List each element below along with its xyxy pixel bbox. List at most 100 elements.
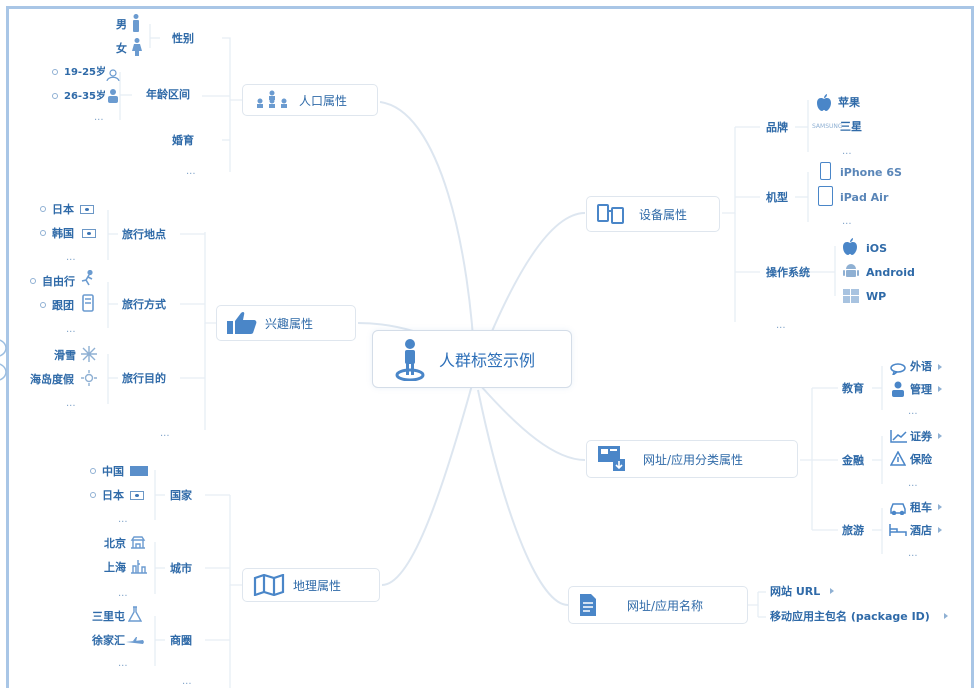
geo-more: ...	[182, 676, 192, 687]
japan-label[interactable]: 日本	[52, 203, 74, 216]
interest-node[interactable]: 兴趣属性	[216, 305, 356, 341]
site-app-name-node[interactable]: 网址/应用名称	[568, 586, 748, 624]
management-label[interactable]: 管理	[910, 383, 932, 396]
country-label[interactable]: 国家	[170, 489, 192, 502]
wp-label[interactable]: WP	[866, 290, 887, 303]
collapse-dot[interactable]	[40, 206, 46, 212]
japan-flag-icon	[130, 491, 144, 500]
phone-outline-icon	[820, 162, 831, 180]
hotel-label[interactable]: 酒店	[910, 524, 932, 537]
iphone-label[interactable]: iPhone 6S	[840, 166, 902, 179]
travel-purpose-label[interactable]: 旅行目的	[122, 372, 166, 385]
city-label[interactable]: 城市	[170, 562, 192, 575]
people-group-icon	[253, 90, 291, 110]
female-label[interactable]: 女	[116, 42, 127, 55]
ipad-label[interactable]: iPad Air	[840, 191, 889, 204]
foreign-language-label[interactable]: 外语	[910, 360, 932, 373]
website-url-label[interactable]: 网站 URL	[770, 585, 821, 598]
expand-arrow[interactable]	[830, 588, 834, 594]
island-vacation-label[interactable]: 海岛度假	[30, 373, 74, 386]
education-label[interactable]: 教育	[842, 382, 864, 395]
person-target-icon	[395, 337, 425, 381]
samsung-label[interactable]: 三星	[840, 120, 862, 133]
samsung-logo: SAMSUNG	[812, 123, 843, 130]
male-label[interactable]: 男	[116, 18, 127, 31]
gender-label[interactable]: 性别	[172, 32, 194, 45]
geo-node[interactable]: 地理属性	[242, 568, 380, 602]
bed-icon	[889, 522, 907, 541]
collapse-dot[interactable]	[52, 93, 58, 99]
car-rental-label[interactable]: 租车	[910, 501, 932, 514]
os-label[interactable]: 操作系统	[766, 266, 810, 279]
site-app-category-label: 网址/应用分类属性	[643, 452, 744, 467]
brand-more: ...	[842, 146, 852, 157]
mall-label[interactable]: 商圈	[170, 634, 192, 647]
site-app-name-label: 网址/应用名称	[627, 598, 704, 613]
expand-arrow[interactable]	[938, 433, 942, 439]
sanlitun-label[interactable]: 三里屯	[92, 610, 125, 623]
collapse-dot[interactable]	[90, 468, 96, 474]
travel-mode-label[interactable]: 旅行方式	[122, 298, 166, 311]
geo-label: 地理属性	[293, 578, 342, 593]
speech-bubble-icon	[890, 360, 906, 379]
plane-icon	[126, 632, 144, 651]
geo-japan-label[interactable]: 日本	[102, 489, 124, 502]
device-node[interactable]: 设备属性	[586, 196, 720, 232]
model-label[interactable]: 机型	[766, 191, 788, 204]
education-more: ...	[908, 406, 918, 417]
collapse-dot[interactable]	[40, 302, 46, 308]
travel-place-label[interactable]: 旅行地点	[122, 228, 166, 241]
apple-label[interactable]: 苹果	[838, 96, 860, 109]
center-node[interactable]: 人群标签示例	[372, 330, 572, 388]
document-icon	[579, 593, 597, 617]
phone-icon	[82, 294, 94, 316]
travel-label[interactable]: 旅游	[842, 524, 864, 537]
collapse-dot[interactable]	[40, 230, 46, 236]
travel-place-more: ...	[66, 252, 76, 263]
age-more: ...	[94, 112, 104, 123]
china-flag-icon	[130, 466, 148, 476]
expand-arrow[interactable]	[938, 527, 942, 533]
age-19-25-label[interactable]: 19-25岁	[64, 67, 106, 78]
stock-chart-icon	[890, 428, 908, 447]
shanghai-label[interactable]: 上海	[104, 561, 126, 574]
female-figure-icon	[132, 38, 142, 60]
collapse-dot[interactable]	[52, 69, 58, 75]
category-download-icon	[597, 445, 627, 473]
stocks-label[interactable]: 证券	[910, 430, 932, 443]
marriage-label[interactable]: 婚育	[172, 134, 194, 147]
group-tour-label[interactable]: 跟团	[52, 299, 74, 312]
ski-label[interactable]: 滑雪	[54, 349, 76, 362]
collapse-dot[interactable]	[90, 492, 96, 498]
tiananmen-icon	[130, 534, 146, 554]
xujiahui-label[interactable]: 徐家汇	[92, 634, 125, 647]
device-label: 设备属性	[639, 207, 688, 222]
expand-arrow[interactable]	[938, 364, 942, 370]
site-app-category-node[interactable]: 网址/应用分类属性	[586, 440, 798, 478]
insurance-label[interactable]: 保险	[910, 453, 932, 466]
japan-flag-icon	[80, 205, 94, 214]
expand-arrow[interactable]	[938, 386, 942, 392]
android-label[interactable]: Android	[866, 266, 915, 279]
beijing-label[interactable]: 北京	[104, 537, 126, 550]
self-travel-label[interactable]: 自由行	[42, 275, 75, 288]
country-more: ...	[118, 514, 128, 525]
brand-label[interactable]: 品牌	[766, 121, 788, 134]
snowflake-icon	[80, 345, 98, 367]
korea-label[interactable]: 韩国	[52, 227, 74, 240]
ios-label[interactable]: iOS	[866, 242, 888, 255]
china-label[interactable]: 中国	[102, 465, 124, 478]
manager-icon	[890, 381, 906, 401]
expand-arrow[interactable]	[938, 504, 942, 510]
thumbs-up-icon	[227, 311, 257, 335]
finance-label[interactable]: 金融	[842, 454, 864, 467]
package-id-label[interactable]: 移动应用主包名 (package ID)	[770, 610, 930, 623]
flask-icon	[127, 606, 143, 626]
population-node[interactable]: 人口属性	[242, 84, 378, 116]
collapse-dot[interactable]	[30, 278, 36, 284]
expand-arrow[interactable]	[944, 613, 948, 619]
canvas-border	[6, 6, 974, 688]
age-range-label[interactable]: 年龄区间	[146, 88, 190, 101]
age-26-35-label[interactable]: 26-35岁	[64, 91, 106, 102]
